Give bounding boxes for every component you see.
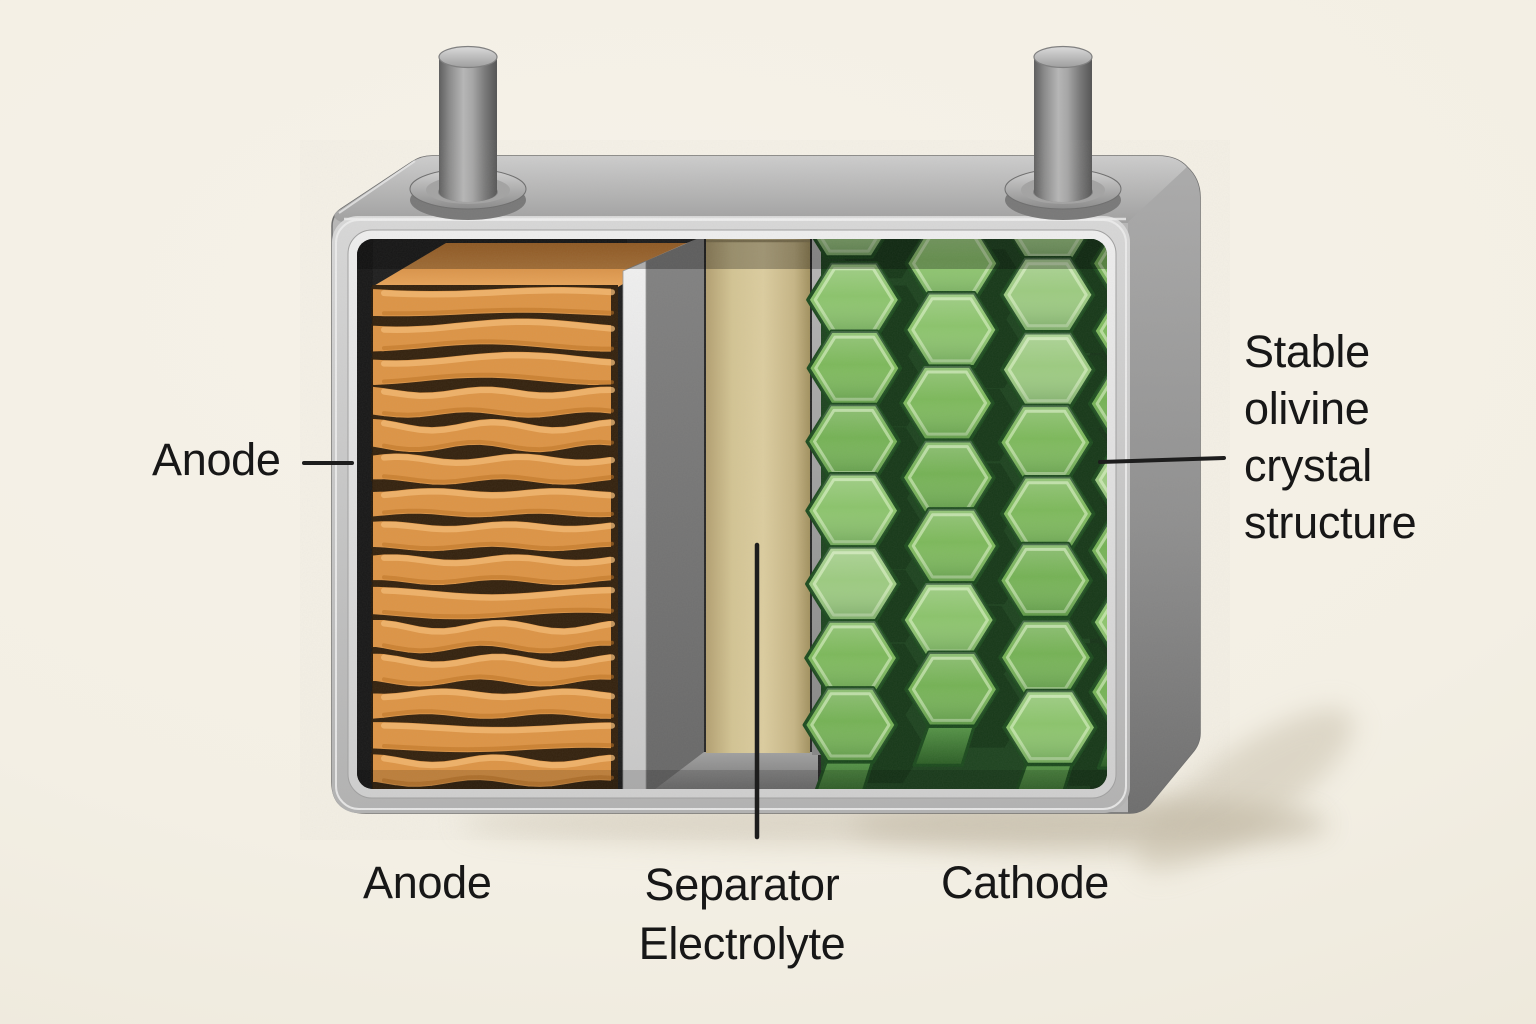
label-olivine-line-1: Stable — [1244, 326, 1370, 377]
leader-lines — [302, 456, 1226, 840]
label-electrolyte-line: Electrolyte — [638, 918, 846, 969]
label-cathode-bottom: Cathode — [941, 857, 1110, 908]
label-olivine-line-4: structure — [1244, 497, 1417, 548]
label-anode-callout: Anode — [152, 434, 281, 485]
label-olivine-line-2: olivine — [1244, 383, 1370, 434]
grain-texture — [300, 140, 1230, 840]
label-separator-line: Separator — [644, 859, 840, 910]
label-olivine-line-3: crystal — [1244, 440, 1372, 491]
label-anode-bottom: Anode — [363, 857, 492, 908]
crystal-leader-line — [1098, 456, 1226, 464]
label-olivine-callout: Stable olivine crystal structure — [1244, 323, 1417, 551]
label-separator-electrolyte: Separator Electrolyte — [639, 855, 846, 973]
